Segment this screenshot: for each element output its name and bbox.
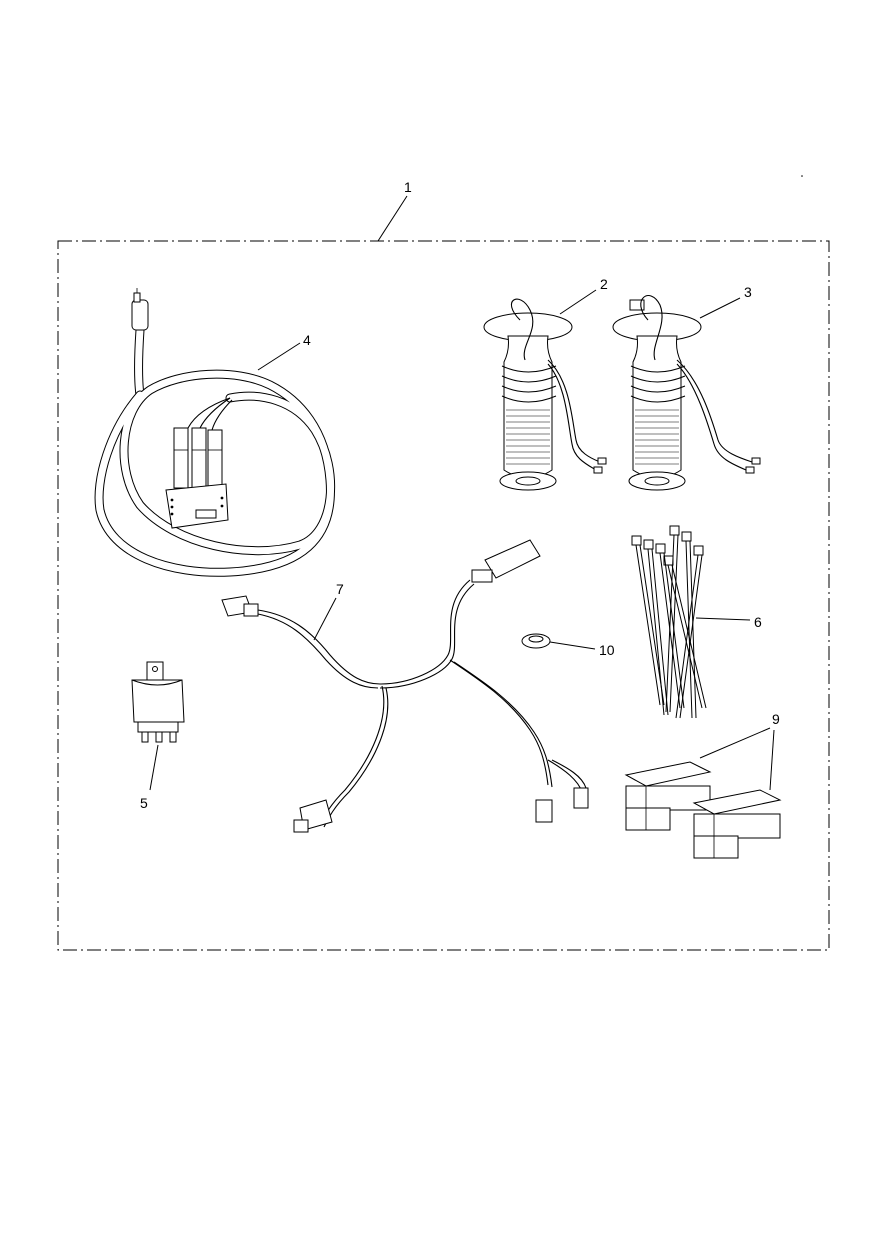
leader-3	[699, 297, 741, 319]
kit-boundary	[57, 240, 830, 951]
callout-7: 7	[336, 581, 344, 597]
leader-4	[257, 342, 301, 371]
callout-3: 3	[744, 284, 752, 300]
leader-5	[149, 744, 159, 791]
stray-dot	[801, 175, 803, 177]
callout-1: 1	[404, 179, 412, 195]
callout-2: 2	[600, 276, 608, 292]
part-6-cable-ties	[631, 525, 707, 719]
part-3-heated-grip-right	[612, 295, 761, 491]
part-7-wiring-harness	[221, 539, 589, 833]
leader-9a	[699, 727, 771, 759]
part-2-heated-grip-left	[483, 298, 607, 491]
leader-1	[377, 195, 408, 242]
callout-5: 5	[140, 795, 148, 811]
part-4-switch-harness	[94, 288, 336, 577]
leader-9b	[769, 729, 775, 791]
part-10-grommet	[521, 633, 551, 649]
callout-9: 9	[772, 711, 780, 727]
callout-6: 6	[754, 614, 762, 630]
part-9-connector-blocks	[624, 761, 782, 859]
leader-6	[695, 617, 751, 621]
leader-10	[549, 641, 596, 650]
callout-10: 10	[599, 642, 615, 658]
part-5-relay	[131, 661, 185, 743]
leader-7	[313, 597, 337, 641]
callout-4: 4	[303, 332, 311, 348]
leader-2	[559, 289, 597, 315]
